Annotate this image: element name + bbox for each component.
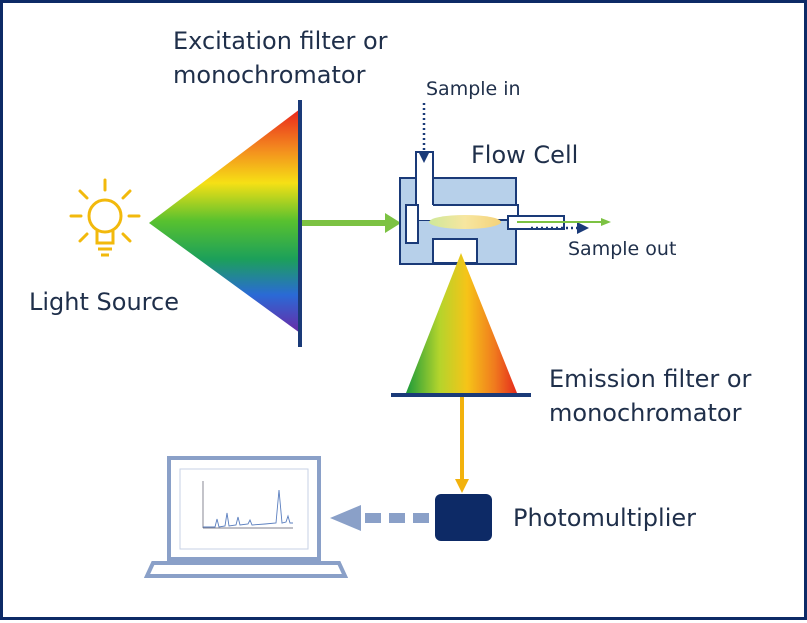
excitation-filter-label-line2: monochromator [173,61,366,89]
excitation-beam [302,213,401,233]
light-bulb-icon [69,178,141,257]
photomultiplier-label: Photomultiplier [513,504,696,532]
sample-out-arrow [531,222,589,234]
sample-in-label: Sample in [426,78,521,100]
emission-filter-label-line1: Emission filter or [549,365,752,393]
emission-filter-label-line2: monochromator [549,399,742,427]
transmitted-beam [517,218,611,226]
sample-in-arrow [418,103,430,163]
emission-spectrum [406,253,517,393]
signal-arrow [330,505,429,531]
excitation-filter-label-line1: Excitation filter or [173,27,388,55]
flow-cell-label: Flow Cell [471,141,579,169]
light-source-label: Light Source [29,288,179,316]
photomultiplier-box [435,494,492,541]
laptop-icon [143,456,349,578]
chromatogram-thumbnail [202,481,293,529]
diagram-graphics [69,100,611,578]
sample-out-label: Sample out [568,238,677,260]
emission-beam [455,397,469,493]
excitation-spectrum [149,109,300,333]
